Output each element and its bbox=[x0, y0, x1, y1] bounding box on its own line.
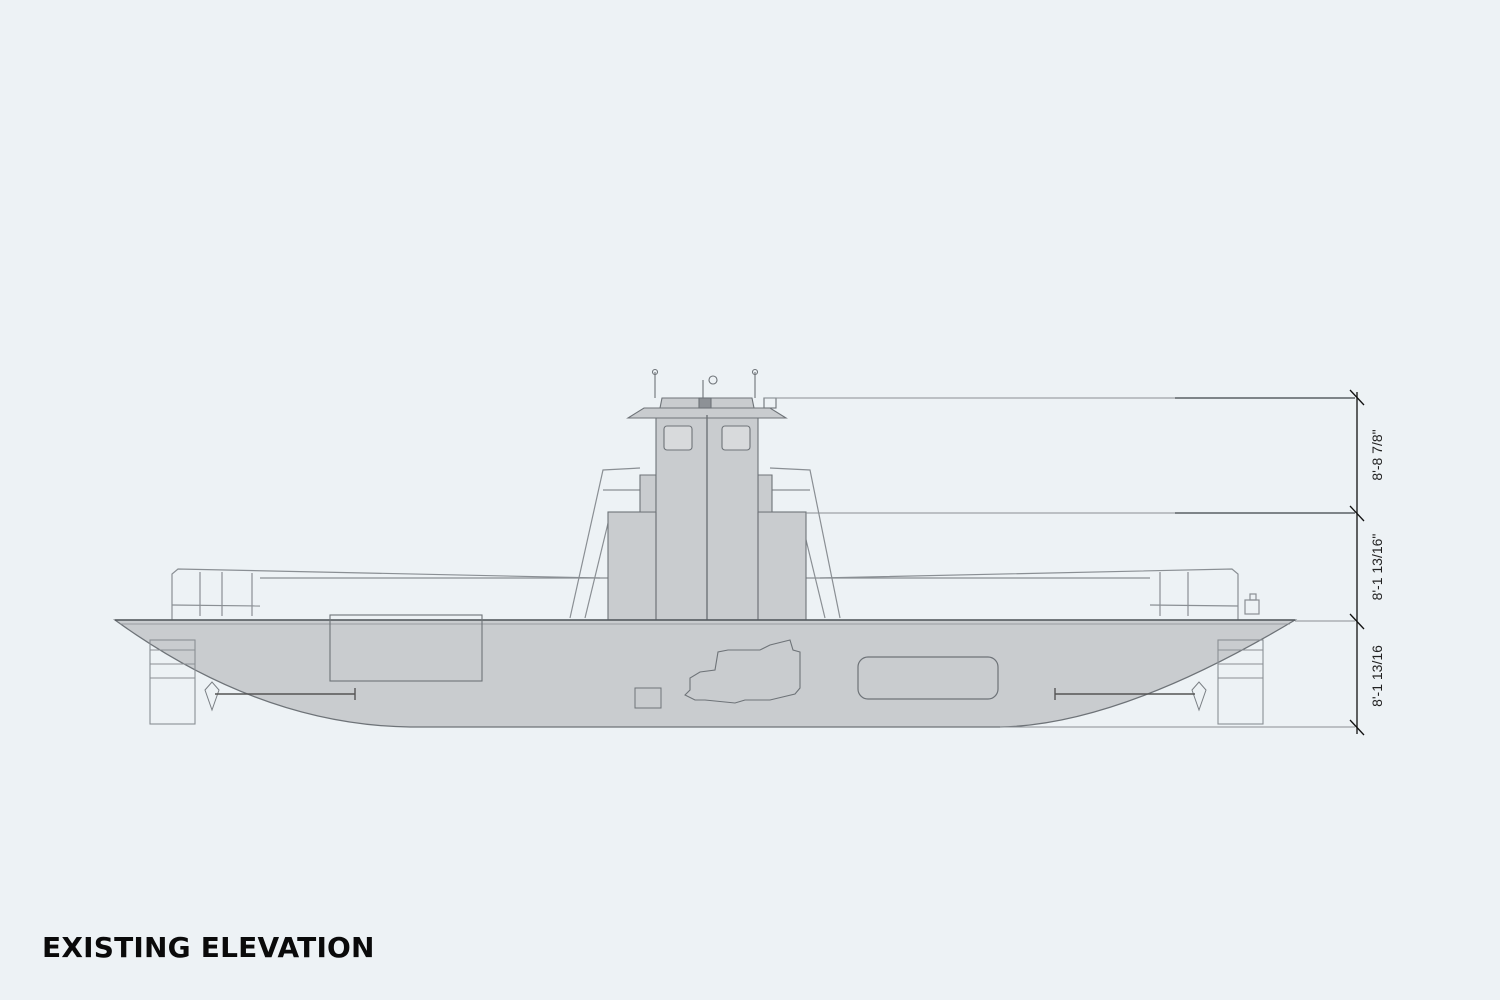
dimension-label-middle: 8'-1 13/16" bbox=[1369, 534, 1385, 601]
dimension-line bbox=[1349, 389, 1365, 736]
pilot-house bbox=[607, 397, 807, 621]
masts bbox=[651, 368, 777, 409]
dimension-extension-lines bbox=[764, 397, 1355, 728]
hull bbox=[112, 614, 1298, 728]
drawing-caption: EXISTING ELEVATION bbox=[42, 931, 375, 964]
dimension-label-top: 8'-8 7/8" bbox=[1369, 429, 1385, 480]
dimension-label-bottom: 8'-1 13/16 bbox=[1369, 645, 1385, 707]
